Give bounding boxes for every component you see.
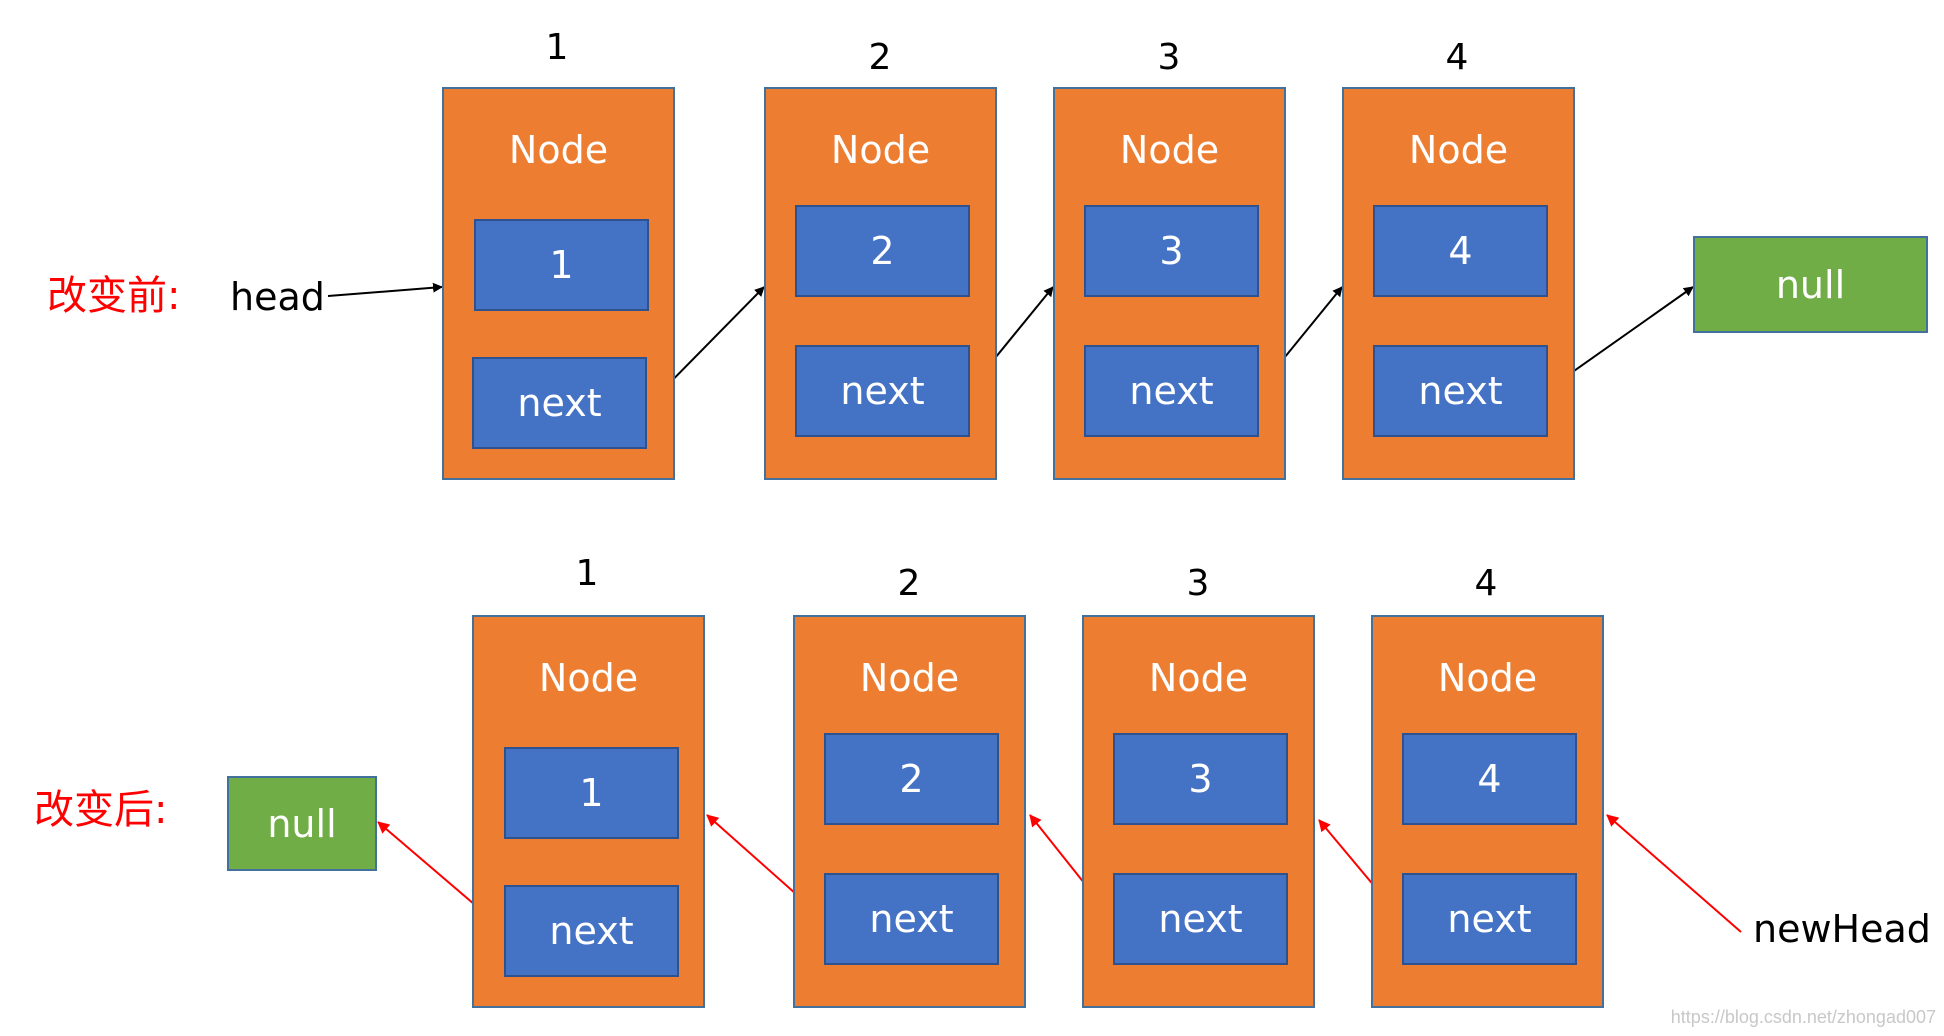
after-index-1: 1 (575, 553, 599, 594)
before-row-label: 改变前: (47, 273, 181, 319)
before-node-2: Node 2 next (764, 87, 997, 480)
before-null-box: null (1693, 236, 1928, 333)
next-cell: next (1402, 873, 1577, 965)
node-title: Node (1437, 656, 1538, 700)
after-index-3: 3 (1186, 563, 1210, 604)
value-cell: 1 (504, 747, 679, 839)
watermark: https://blog.csdn.net/zhongad007 (1670, 1007, 1936, 1027)
before-index-3: 3 (1157, 37, 1181, 78)
before-node-3: Node 3 next (1053, 87, 1286, 480)
before-index-2: 2 (868, 37, 892, 78)
after-node-2: Node 2 next (793, 615, 1026, 1008)
node-title: Node (508, 128, 609, 172)
value-cell: 3 (1084, 205, 1259, 297)
node-title: Node (830, 128, 931, 172)
node-title: Node (1119, 128, 1220, 172)
value-cell: 4 (1373, 205, 1548, 297)
head-label: head (230, 275, 325, 319)
value-cell: 3 (1113, 733, 1288, 825)
after-null-box: null (227, 776, 377, 871)
value-cell: 4 (1402, 733, 1577, 825)
before-index-1: 1 (545, 27, 569, 68)
before-node-1: Node 1 next (442, 87, 675, 480)
new-head-arrow (1606, 814, 1742, 933)
after-index-4: 4 (1474, 563, 1498, 604)
value-cell: 1 (474, 219, 649, 311)
after-row-label: 改变后: (34, 787, 168, 833)
next-cell: next (1373, 345, 1548, 437)
next-cell: next (1113, 873, 1288, 965)
next-cell: next (504, 885, 679, 977)
after-node-3: Node 3 next (1082, 615, 1315, 1008)
node-title: Node (538, 656, 639, 700)
next-cell: next (1084, 345, 1259, 437)
next-cell: next (472, 357, 647, 449)
before-node-4: Node 4 next (1342, 87, 1575, 480)
after-node-4: Node 4 next (1371, 615, 1604, 1008)
head-arrow (327, 282, 443, 297)
next-cell: next (824, 873, 999, 965)
before-index-4: 4 (1445, 37, 1469, 78)
after-node-1: Node 1 next (472, 615, 705, 1008)
value-cell: 2 (824, 733, 999, 825)
value-cell: 2 (795, 205, 970, 297)
node-title: Node (1148, 656, 1249, 700)
node-title: Node (1408, 128, 1509, 172)
node-title: Node (859, 656, 960, 700)
next-cell: next (795, 345, 970, 437)
after-index-2: 2 (897, 563, 921, 604)
new-head-label: newHead (1753, 907, 1931, 951)
